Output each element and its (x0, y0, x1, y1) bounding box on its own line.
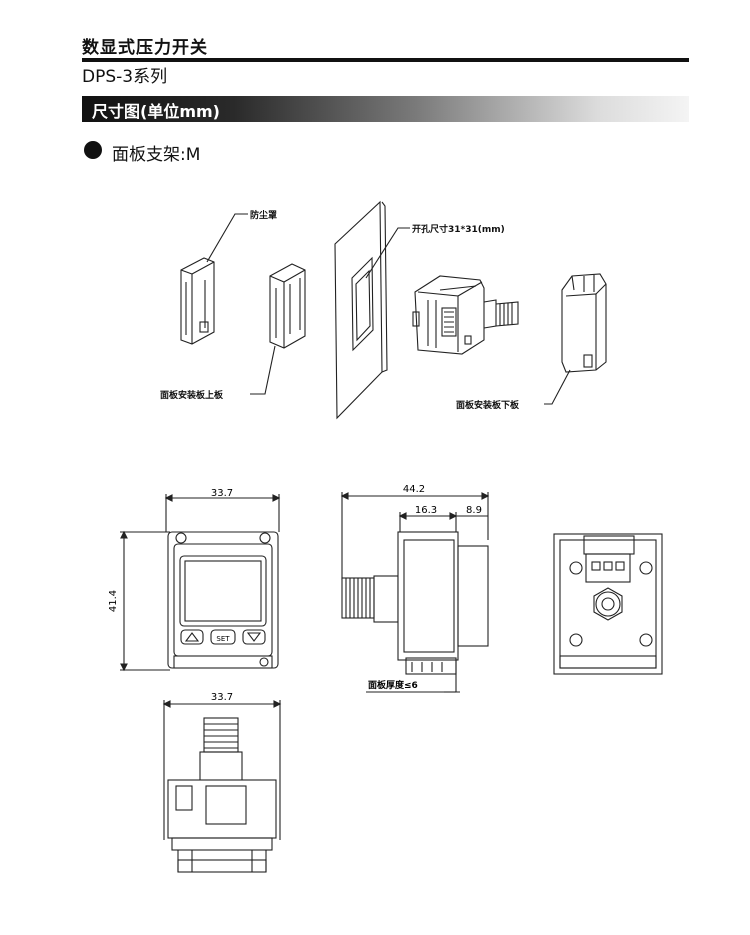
series-name: DPS-3系列 (82, 67, 168, 87)
dust-cover-part (180, 257, 215, 345)
page-title: 数显式压力开关 (82, 38, 208, 58)
title-rule (82, 58, 689, 62)
mount-type-label: 面板支架:M (112, 145, 201, 165)
side-total-dim: 44.2 (403, 484, 425, 495)
front-width-dim: 33.7 (211, 488, 233, 499)
bullet-icon (84, 141, 102, 159)
side-part-a-dim: 16.3 (415, 505, 437, 516)
back-view (553, 533, 663, 675)
front-view (120, 494, 281, 672)
section-title: 尺寸图(单位mm) (92, 102, 220, 121)
dust-cover-label: 防尘罩 (250, 211, 278, 221)
panel-thickness-label: 面板厚度≤6 (368, 679, 418, 691)
upper-plate-label: 面板安装板上板 (160, 391, 224, 401)
upper-plate-part (269, 263, 306, 349)
section-bar (82, 96, 689, 122)
panel-part (334, 200, 388, 420)
side-view (340, 492, 490, 693)
top-width-dim: 33.7 (211, 692, 233, 703)
side-part-b-dim: 8.9 (466, 505, 482, 516)
lower-plate-label: 面板安装板下板 (456, 401, 520, 411)
panel-hole-label: 开孔尺寸31*31(mm) (412, 225, 505, 235)
front-height-dim: 41.4 (108, 590, 119, 612)
lower-plate-part (561, 273, 607, 373)
top-view (162, 700, 282, 873)
sensor-body-part (412, 275, 519, 355)
set-button-label: SET (216, 635, 230, 643)
